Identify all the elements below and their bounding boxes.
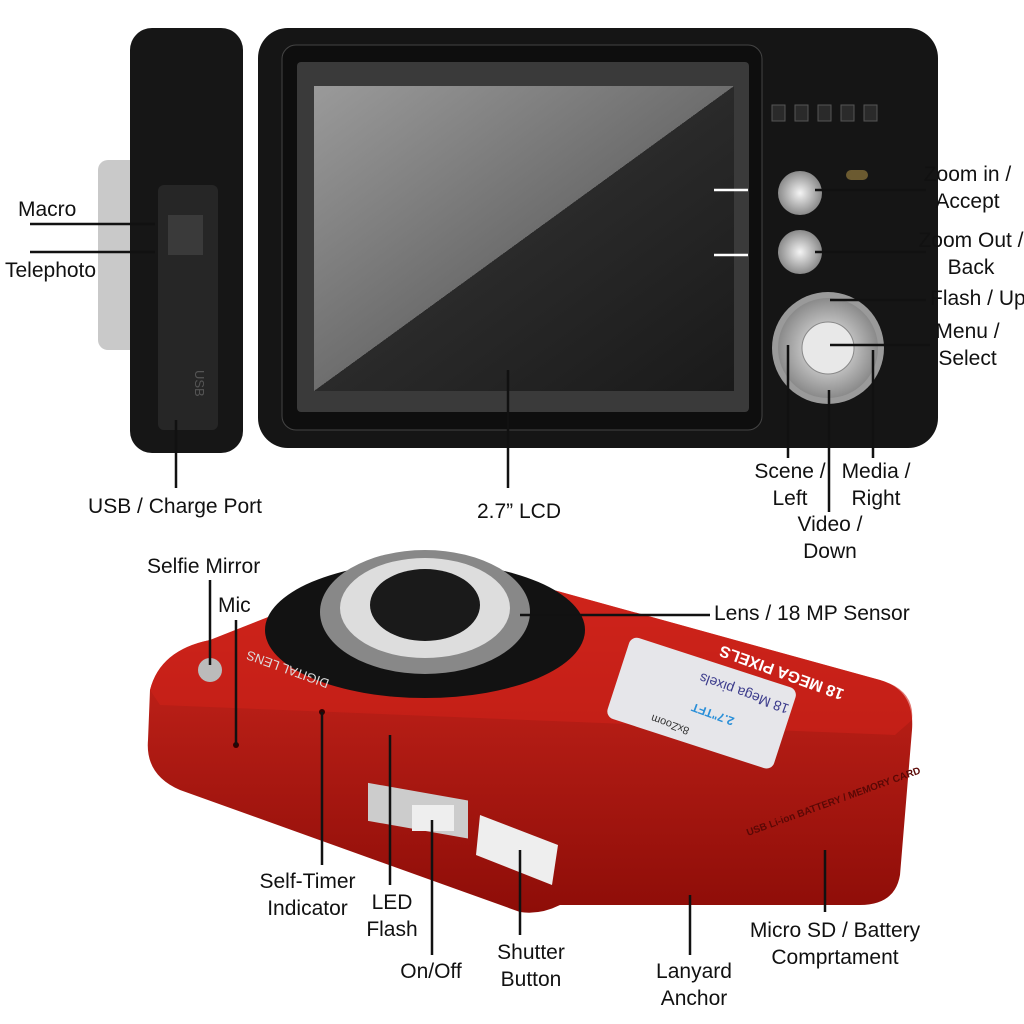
label-macro: Macro	[18, 198, 77, 221]
lcd-screen	[314, 86, 734, 391]
label-mic: Mic	[218, 594, 251, 617]
camera-side-view: USB	[98, 28, 243, 453]
label-menu: Menu /Select	[935, 320, 1000, 370]
menu-select-button[interactable]	[801, 321, 855, 375]
label-usb-port: USB / Charge Port	[88, 495, 262, 518]
label-zoom-in: Zoom in /Accept	[923, 163, 1012, 213]
label-lens: Lens / 18 MP Sensor	[714, 602, 910, 625]
lens	[370, 569, 480, 641]
label-media: Media /Right	[841, 460, 911, 510]
shutter-button[interactable]	[476, 815, 558, 885]
zoom-in-button[interactable]	[778, 171, 822, 215]
usb-print: USB	[192, 370, 207, 397]
label-zoom-out: Zoom Out /Back	[918, 229, 1024, 279]
label-telephoto: Telephoto	[5, 259, 97, 282]
leader-lines	[30, 188, 930, 955]
selfie-mirror	[198, 658, 222, 682]
label-flash-up: Flash / Up	[930, 287, 1024, 310]
label-scene: Scene /Left	[754, 460, 826, 510]
label-selfie-mirror: Selfie Mirror	[147, 555, 261, 578]
camera-back-view	[258, 28, 938, 448]
label-video: Video /Down	[797, 513, 863, 563]
label-on-off: On/Off	[400, 960, 462, 983]
label-lcd: 2.7” LCD	[476, 500, 562, 523]
zoom-out-button[interactable]	[778, 230, 822, 274]
